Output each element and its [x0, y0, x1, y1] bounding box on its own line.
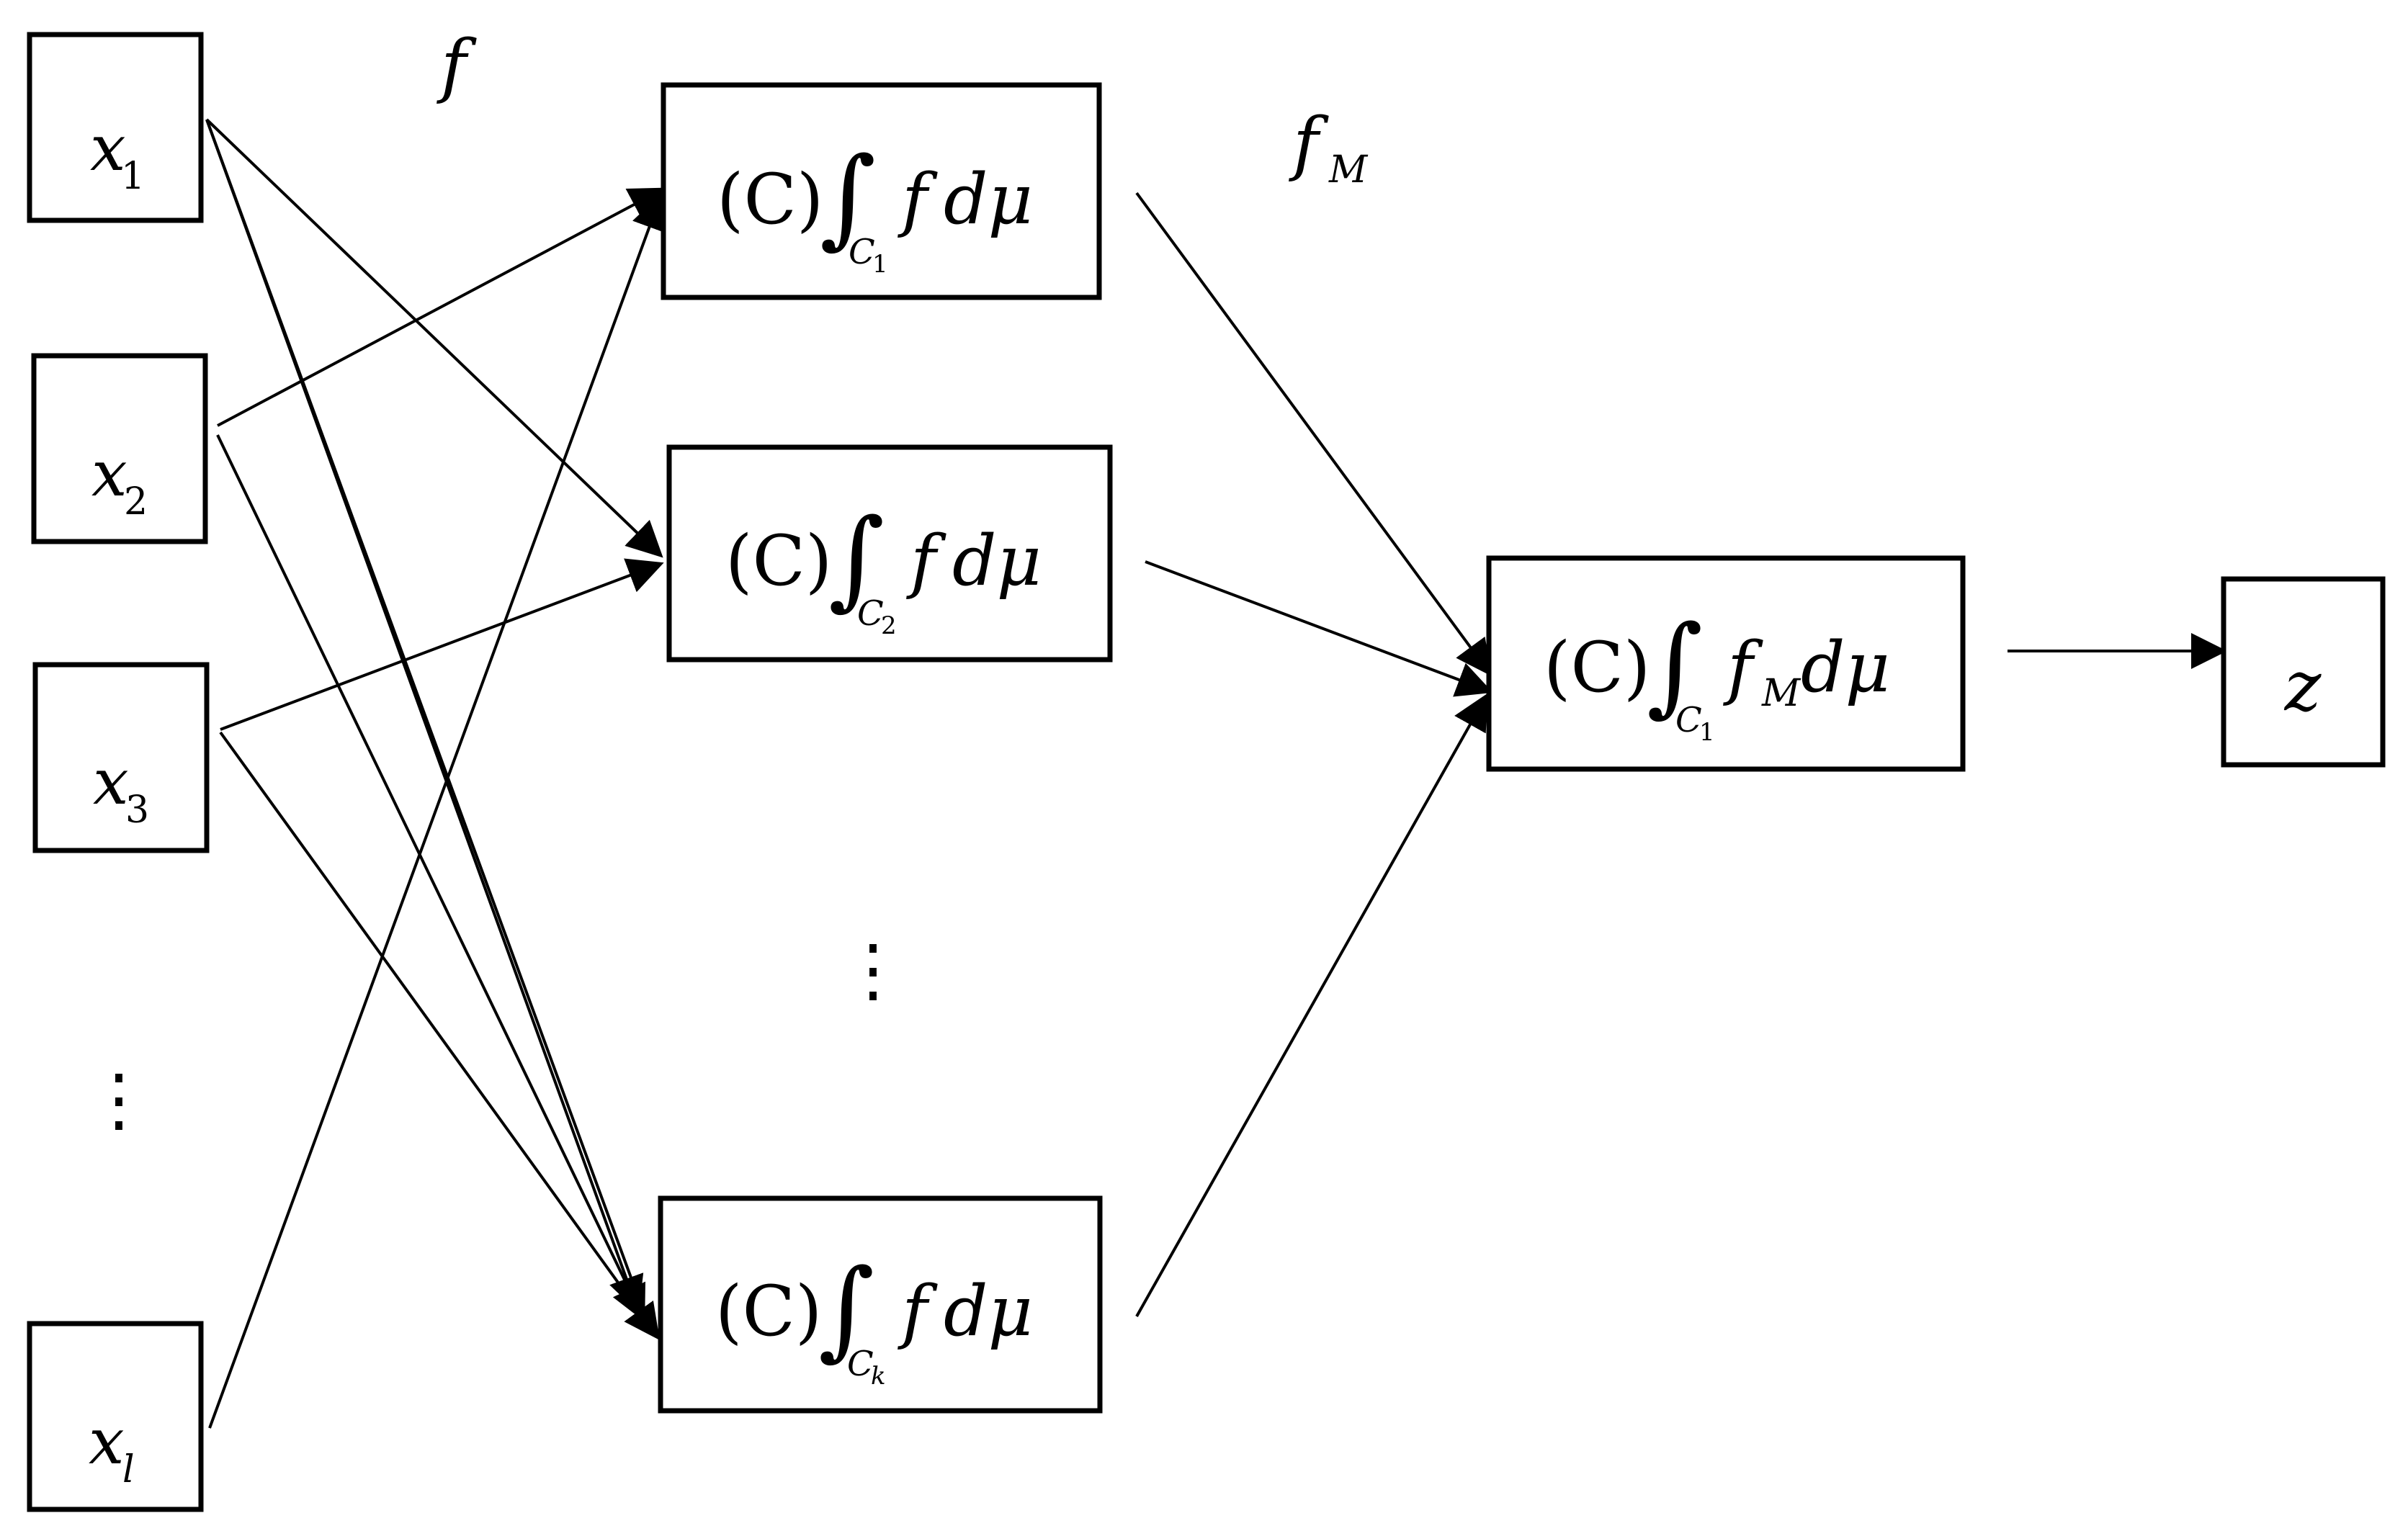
input-node-x2: x 2	[31, 353, 208, 544]
edge-label-f: f	[437, 25, 477, 106]
integral-ellipsis: ⋮	[838, 930, 908, 1010]
svg-text:M: M	[1328, 148, 1369, 192]
edge-x1-to-c2	[205, 118, 663, 558]
input-var: x	[89, 1404, 125, 1478]
svg-text:(C): (C)	[1544, 627, 1650, 708]
input-sub: 3	[125, 789, 149, 832]
input-sub: 1	[121, 155, 145, 198]
input-var: x	[90, 111, 126, 185]
input-node-xl: x l	[27, 1321, 204, 1512]
svg-text:∫: ∫	[828, 496, 885, 621]
input-node-x1: x 1	[27, 32, 204, 223]
svg-text:M: M	[1761, 672, 1801, 715]
edge-x3-to-ck	[219, 731, 660, 1341]
edge-c2-to-final	[1145, 560, 1493, 697]
svg-text:C: C	[1675, 700, 1702, 740]
edges	[205, 118, 2227, 1429]
svg-text:1: 1	[872, 250, 888, 279]
svg-text:(C): (C)	[717, 159, 823, 240]
input-var: x	[91, 436, 127, 511]
final-integral-node: (C) ∫ C 1 f M dμ	[1486, 555, 1966, 772]
edge-xl-to-c1	[208, 193, 667, 1429]
svg-text:z: z	[2284, 646, 2322, 727]
svg-text:C: C	[847, 1344, 874, 1384]
svg-text:(C): (C)	[725, 521, 832, 601]
edge-x2-to-ck	[216, 434, 645, 1322]
edge-x3-to-c2	[220, 558, 664, 731]
svg-text:C: C	[857, 593, 884, 634]
integral-node-c1: (C) ∫ C 1 f dμ	[661, 82, 1102, 300]
integral-node-c2: (C) ∫ C 2 f dμ	[666, 444, 1113, 663]
svg-text:k: k	[871, 1362, 886, 1391]
edge-x1-to-ck-b	[205, 119, 651, 1329]
edge-label-fM: f M	[1289, 103, 1369, 192]
svg-text:C: C	[849, 232, 875, 272]
input-ellipsis: ⋮	[84, 1059, 153, 1140]
svg-text:f: f	[1289, 103, 1329, 184]
input-var: x	[93, 745, 129, 819]
input-sub: 2	[124, 480, 148, 524]
svg-text:dμ: dμ	[944, 159, 1033, 240]
svg-text:∫: ∫	[1647, 603, 1703, 728]
svg-text:2: 2	[881, 611, 897, 640]
svg-text:(C): (C)	[715, 1271, 822, 1352]
edge-c1-to-final	[1135, 192, 1492, 677]
svg-text:1: 1	[1699, 718, 1715, 747]
output-node-z: z	[2221, 576, 2386, 768]
svg-text:dμ: dμ	[1801, 627, 1890, 708]
svg-text:dμ: dμ	[952, 521, 1042, 601]
edge-x2-to-c1	[217, 187, 666, 427]
svg-text:∫: ∫	[818, 1247, 874, 1372]
integral-node-ck: (C) ∫ C k f dμ	[658, 1195, 1103, 1414]
svg-text:∫: ∫	[820, 135, 876, 260]
edge-ck-to-final	[1135, 693, 1488, 1317]
input-sub: l	[122, 1448, 135, 1491]
input-node-x3: x 3	[32, 662, 210, 853]
svg-text:dμ: dμ	[944, 1271, 1033, 1352]
